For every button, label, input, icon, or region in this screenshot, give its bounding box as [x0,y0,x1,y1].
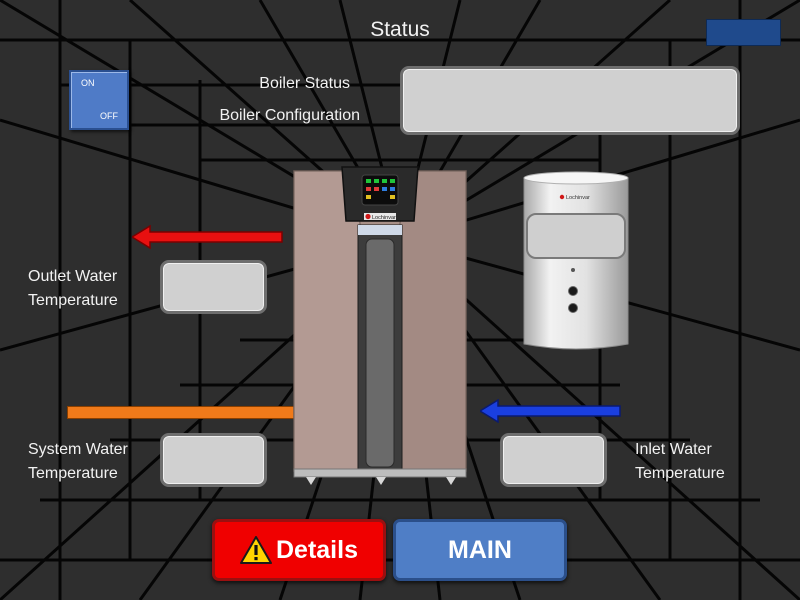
outlet-temperature-display [160,260,267,314]
tank-brand-text: Lochinvar [566,195,590,201]
outlet-flow-arrow [132,225,283,249]
system-water-label-line1: System Water [28,441,128,458]
inlet-water-label-line1: Inlet Water [635,441,712,458]
details-button[interactable]: Details [212,519,386,581]
inlet-flow-arrow [480,399,621,423]
boiler-status-display [400,66,740,135]
toggle-off-label: OFF [100,111,118,121]
outlet-water-label-line1: Outlet Water [28,268,118,285]
main-button-label: MAIN [448,535,512,564]
storage-tank-image: Lochinvar [523,171,629,350]
boiler-brand-text: Lochinvar [372,215,396,221]
tank-display [527,214,625,258]
boiler-configuration-label: Boiler Configuration [219,107,360,124]
corner-nav-button[interactable] [706,19,781,46]
outlet-water-label-line2: Temperature [28,292,118,309]
system-water-pipe [67,406,295,419]
toggle-on-label: ON [81,78,95,88]
boiler-unit-image: Lochinvar [293,166,467,485]
system-water-label-line2: Temperature [28,465,118,482]
page-title: Status [370,18,430,41]
inlet-water-label-line2: Temperature [635,465,725,482]
warning-icon [240,536,272,564]
system-temperature-display [160,433,267,487]
power-toggle[interactable]: ON OFF [69,70,129,130]
boiler-status-label: Boiler Status [259,75,350,92]
inlet-temperature-display [500,433,607,487]
main-button[interactable]: MAIN [393,519,567,581]
details-button-label: Details [276,535,358,564]
